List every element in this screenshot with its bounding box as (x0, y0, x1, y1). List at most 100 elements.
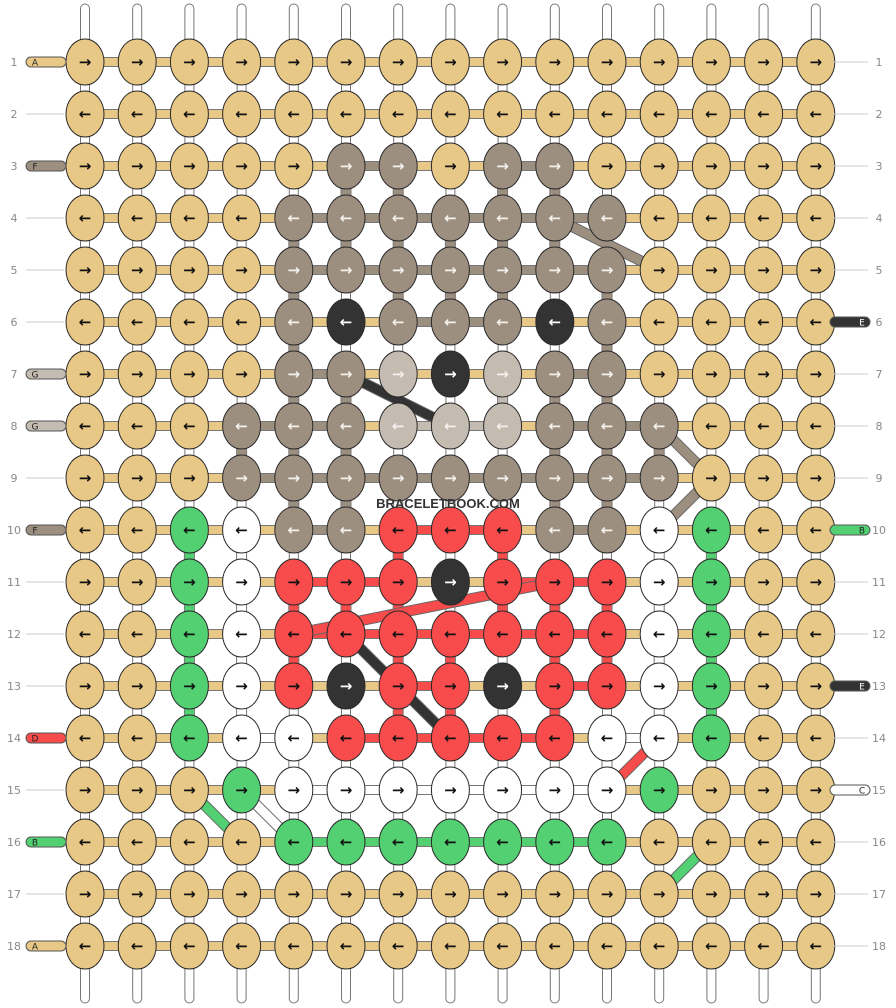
arrow-right-icon: → (810, 53, 823, 71)
arrow-right-icon: → (183, 781, 196, 799)
arrow-left-icon: ← (444, 209, 457, 227)
arrow-right-icon: → (496, 781, 509, 799)
knot (222, 454, 262, 502)
arrow-left-icon: ← (183, 105, 196, 123)
knot (639, 558, 679, 606)
knot (378, 714, 418, 762)
knot (274, 90, 314, 138)
knot (691, 38, 731, 86)
thread-letter-label: E (859, 683, 865, 693)
arrow-left-icon: ← (340, 625, 353, 643)
knot (378, 558, 418, 606)
knot (483, 350, 523, 398)
knot (639, 402, 679, 450)
knot (430, 298, 470, 346)
row-number: 6 (11, 316, 18, 329)
knot (378, 454, 418, 502)
knot (274, 766, 314, 814)
knot (744, 142, 784, 190)
arrow-right-icon: → (392, 261, 405, 279)
arrow-left-icon: ← (131, 521, 144, 539)
row-number: 1 (876, 56, 883, 69)
arrow-right-icon: → (340, 261, 353, 279)
arrow-left-icon: ← (757, 833, 770, 851)
knot (169, 766, 209, 814)
arrow-right-icon: → (392, 573, 405, 591)
arrow-left-icon: ← (653, 209, 666, 227)
knot (222, 350, 262, 398)
arrow-left-icon: ← (235, 937, 248, 955)
knot (483, 194, 523, 242)
arrow-left-icon: ← (340, 313, 353, 331)
arrow-left-icon: ← (601, 729, 614, 747)
arrow-right-icon: → (705, 157, 718, 175)
arrow-right-icon: → (444, 157, 457, 175)
arrow-left-icon: ← (496, 937, 509, 955)
row-number: 13 (872, 680, 886, 693)
knot (326, 142, 366, 190)
arrow-right-icon: → (131, 677, 144, 695)
knot (691, 298, 731, 346)
arrow-left-icon: ← (79, 105, 92, 123)
arrow-right-icon: → (444, 469, 457, 487)
arrow-left-icon: ← (183, 625, 196, 643)
knot (535, 662, 575, 710)
arrow-left-icon: ← (79, 313, 92, 331)
arrow-right-icon: → (235, 573, 248, 591)
knot (639, 38, 679, 86)
knot (169, 142, 209, 190)
arrow-left-icon: ← (549, 209, 562, 227)
knot (639, 194, 679, 242)
knot (378, 402, 418, 450)
knot (483, 506, 523, 554)
knot (483, 246, 523, 294)
knot (430, 246, 470, 294)
arrow-left-icon: ← (601, 313, 614, 331)
arrow-right-icon: → (235, 781, 248, 799)
knot (639, 142, 679, 190)
thread-letter-label: G (32, 423, 39, 433)
arrow-left-icon: ← (444, 729, 457, 747)
knot (222, 662, 262, 710)
arrow-left-icon: ← (444, 937, 457, 955)
arrow-left-icon: ← (653, 105, 666, 123)
arrow-left-icon: ← (183, 313, 196, 331)
arrow-right-icon: → (235, 885, 248, 903)
arrow-right-icon: → (757, 573, 770, 591)
arrow-left-icon: ← (288, 625, 301, 643)
arrow-left-icon: ← (653, 937, 666, 955)
arrow-right-icon: → (496, 885, 509, 903)
knot (744, 298, 784, 346)
row-number: 2 (876, 108, 883, 121)
knot (117, 714, 157, 762)
arrow-left-icon: ← (757, 209, 770, 227)
knot (65, 558, 105, 606)
arrow-left-icon: ← (810, 521, 823, 539)
knot (744, 402, 784, 450)
arrow-left-icon: ← (183, 417, 196, 435)
knot (169, 870, 209, 918)
row-number: 11 (872, 576, 886, 589)
row-number: 13 (7, 680, 21, 693)
knot (378, 506, 418, 554)
knot (483, 558, 523, 606)
arrow-left-icon: ← (496, 313, 509, 331)
arrow-right-icon: → (131, 365, 144, 383)
arrow-right-icon: → (549, 365, 562, 383)
row-number: 8 (11, 420, 18, 433)
thread-letter-label: A (32, 59, 39, 69)
knot (535, 142, 575, 190)
arrow-right-icon: → (444, 261, 457, 279)
row-number: 15 (7, 784, 21, 797)
knot (744, 38, 784, 86)
knot (744, 766, 784, 814)
arrow-right-icon: → (601, 677, 614, 695)
arrow-right-icon: → (757, 677, 770, 695)
row-number: 9 (876, 472, 883, 485)
arrow-left-icon: ← (288, 937, 301, 955)
knot (639, 662, 679, 710)
knot (222, 194, 262, 242)
arrow-right-icon: → (183, 365, 196, 383)
knot (117, 818, 157, 866)
arrow-left-icon: ← (131, 417, 144, 435)
